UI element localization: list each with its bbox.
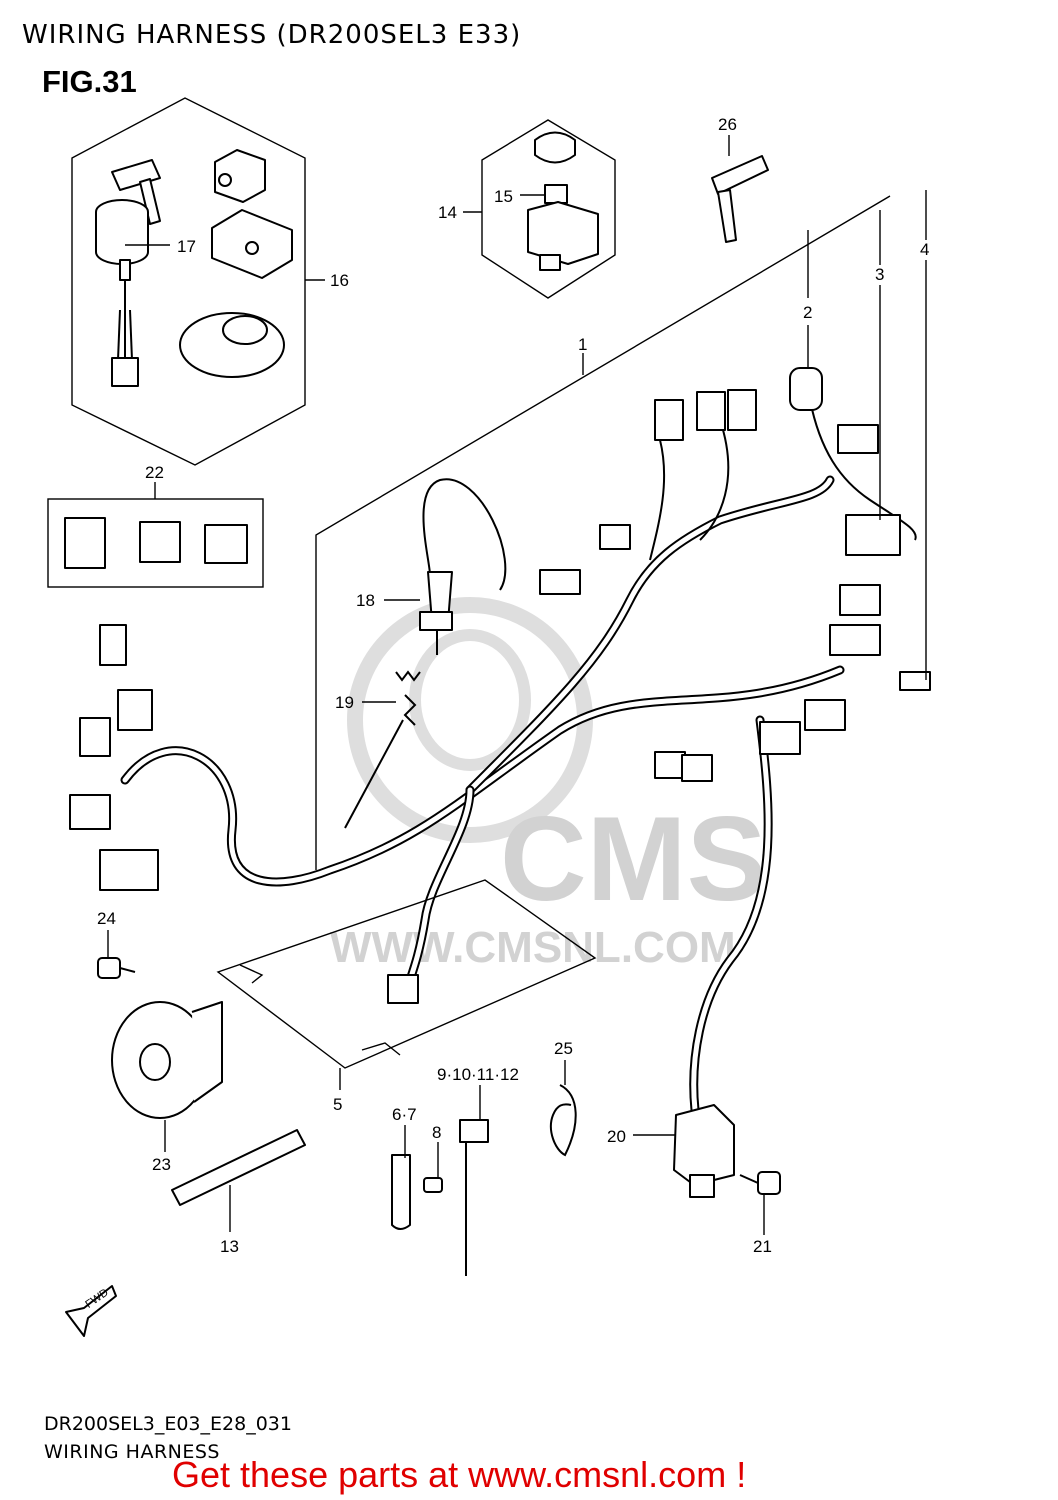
callout-20: 20 [607,1127,626,1146]
callout-6-7: 6·7 [392,1105,417,1124]
ignition-switch-set-group [71,97,306,466]
clamp-parts [391,1084,577,1276]
brake-switch-part [419,571,453,655]
watermark-url: WWW.CMSNL.COM [330,923,736,972]
diagram-code: DR200SEL3_E03_E28_031 [44,1413,292,1435]
callout-5: 5 [333,1095,342,1114]
callout-21: 21 [753,1237,772,1256]
bracket-part [171,1129,306,1206]
callout-3: 3 [875,265,884,284]
relay-group [481,119,616,299]
callout-16: 16 [330,271,349,290]
callout-22: 22 [145,463,164,482]
callout-8: 8 [432,1123,441,1142]
key-part [711,155,769,243]
callout-2: 2 [803,303,812,322]
callout-19: 19 [335,693,354,712]
spring-part [344,670,421,829]
protector-sheet [216,879,597,1069]
harness-connectors [69,367,931,1004]
forward-arrow: FWD [65,1285,117,1337]
callout-17: 17 [177,237,196,256]
connector-set-group [47,498,264,588]
wiring-harness [120,399,917,1115]
callout-18: 18 [356,591,375,610]
callout-15: 15 [494,187,513,206]
callout-26: 26 [718,115,737,134]
callout-23: 23 [152,1155,171,1174]
page-title: WIRING HARNESS (DR200SEL3 E33) [22,20,522,50]
callout-25: 25 [554,1039,573,1058]
shop-link[interactable]: Get these parts at www.cmsnl.com ! [172,1454,747,1495]
watermark: CMS WWW.CMSNL.COM [330,597,767,972]
horn-part [97,957,223,1119]
callout-13: 13 [220,1237,239,1256]
diagram-name: WIRING HARNESS [44,1441,220,1463]
callout-14: 14 [438,203,457,222]
leader-lines [107,135,927,1235]
callout-1: 1 [578,335,587,354]
harness-outline [315,195,891,870]
watermark-brand: CMS [500,792,767,926]
callout-9-12: 9·10·11·12 [437,1065,519,1084]
callout-24: 24 [97,909,116,928]
callout-labels: 1 2 3 4 5 6·7 8 9·10·11·12 13 14 15 16 1… [97,115,929,1256]
callout-4: 4 [920,240,929,259]
figure-label: FIG.31 [42,64,137,99]
sensor-part [673,1104,781,1198]
